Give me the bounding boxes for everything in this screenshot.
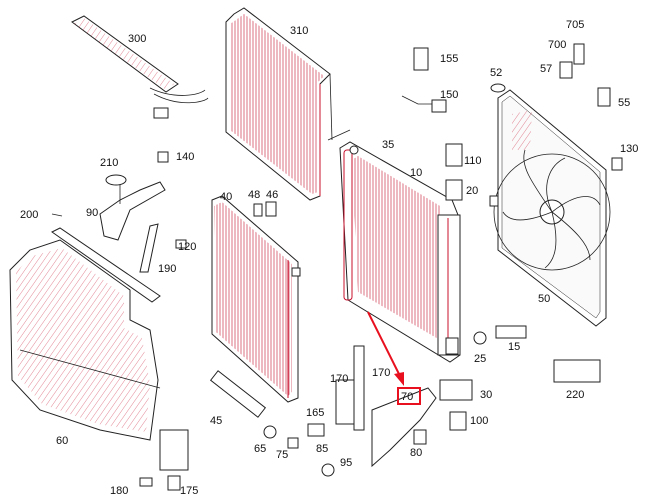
callout-95[interactable]: 95	[340, 457, 352, 469]
callout-120[interactable]: 120	[178, 241, 196, 253]
part-40-condenser-front	[211, 195, 301, 403]
callout-700[interactable]: 700	[548, 39, 566, 51]
callout-70[interactable]: 70	[401, 391, 413, 403]
callout-300[interactable]: 300	[128, 33, 146, 45]
callout-15[interactable]: 15	[508, 341, 520, 353]
callout-45[interactable]: 45	[210, 415, 222, 427]
callout-55[interactable]: 55	[618, 97, 630, 109]
part-60-air-guide	[9, 227, 161, 441]
callout-35[interactable]: 35	[382, 139, 394, 151]
callout-57[interactable]: 57	[540, 63, 552, 75]
callout-165[interactable]: 165	[306, 407, 324, 419]
callout-170-left[interactable]: 170	[330, 373, 348, 385]
part-90-bracket	[99, 174, 166, 241]
hardware-parts	[51, 43, 623, 491]
callout-25[interactable]: 25	[474, 353, 486, 365]
part-300-oil-cooler	[71, 15, 209, 119]
callout-50[interactable]: 50	[538, 293, 550, 305]
callout-140[interactable]: 140	[176, 151, 194, 163]
callout-210[interactable]: 210	[100, 157, 118, 169]
part-50-fan-shroud	[493, 89, 611, 327]
callout-80[interactable]: 80	[410, 447, 422, 459]
callout-705[interactable]: 705	[566, 19, 584, 31]
highlight-arrow	[367, 311, 404, 386]
callout-180[interactable]: 180	[110, 485, 128, 497]
callout-30[interactable]: 30	[480, 389, 492, 401]
callout-200[interactable]: 200	[20, 209, 38, 221]
callout-labels: 300 310 705 700 155 52 57 150 55 35 210 …	[20, 19, 638, 497]
callout-60[interactable]: 60	[56, 435, 68, 447]
callout-170-right[interactable]: 170	[372, 367, 390, 379]
callout-75[interactable]: 75	[276, 449, 288, 461]
part-10-radiator	[339, 141, 461, 363]
callout-220[interactable]: 220	[566, 389, 584, 401]
callout-130[interactable]: 130	[620, 143, 638, 155]
callout-175[interactable]: 175	[180, 485, 198, 497]
callout-52[interactable]: 52	[490, 67, 502, 79]
callout-20[interactable]: 20	[466, 185, 478, 197]
callout-90[interactable]: 90	[86, 207, 98, 219]
callout-155[interactable]: 155	[440, 53, 458, 65]
part-190-strut	[139, 223, 159, 273]
callout-85[interactable]: 85	[316, 443, 328, 455]
callout-65[interactable]: 65	[254, 443, 266, 455]
callout-40[interactable]: 40	[220, 191, 232, 203]
part-310-condenser	[225, 7, 351, 201]
callout-110[interactable]: 110	[464, 155, 482, 167]
callout-48[interactable]: 48	[248, 189, 260, 201]
highlight-box-70	[397, 387, 421, 405]
callout-100[interactable]: 100	[470, 415, 488, 427]
callout-190[interactable]: 190	[158, 263, 176, 275]
callout-10[interactable]: 10	[410, 167, 422, 179]
callout-46[interactable]: 46	[266, 189, 278, 201]
callout-310[interactable]: 310	[290, 25, 308, 37]
callout-150[interactable]: 150	[440, 89, 458, 101]
